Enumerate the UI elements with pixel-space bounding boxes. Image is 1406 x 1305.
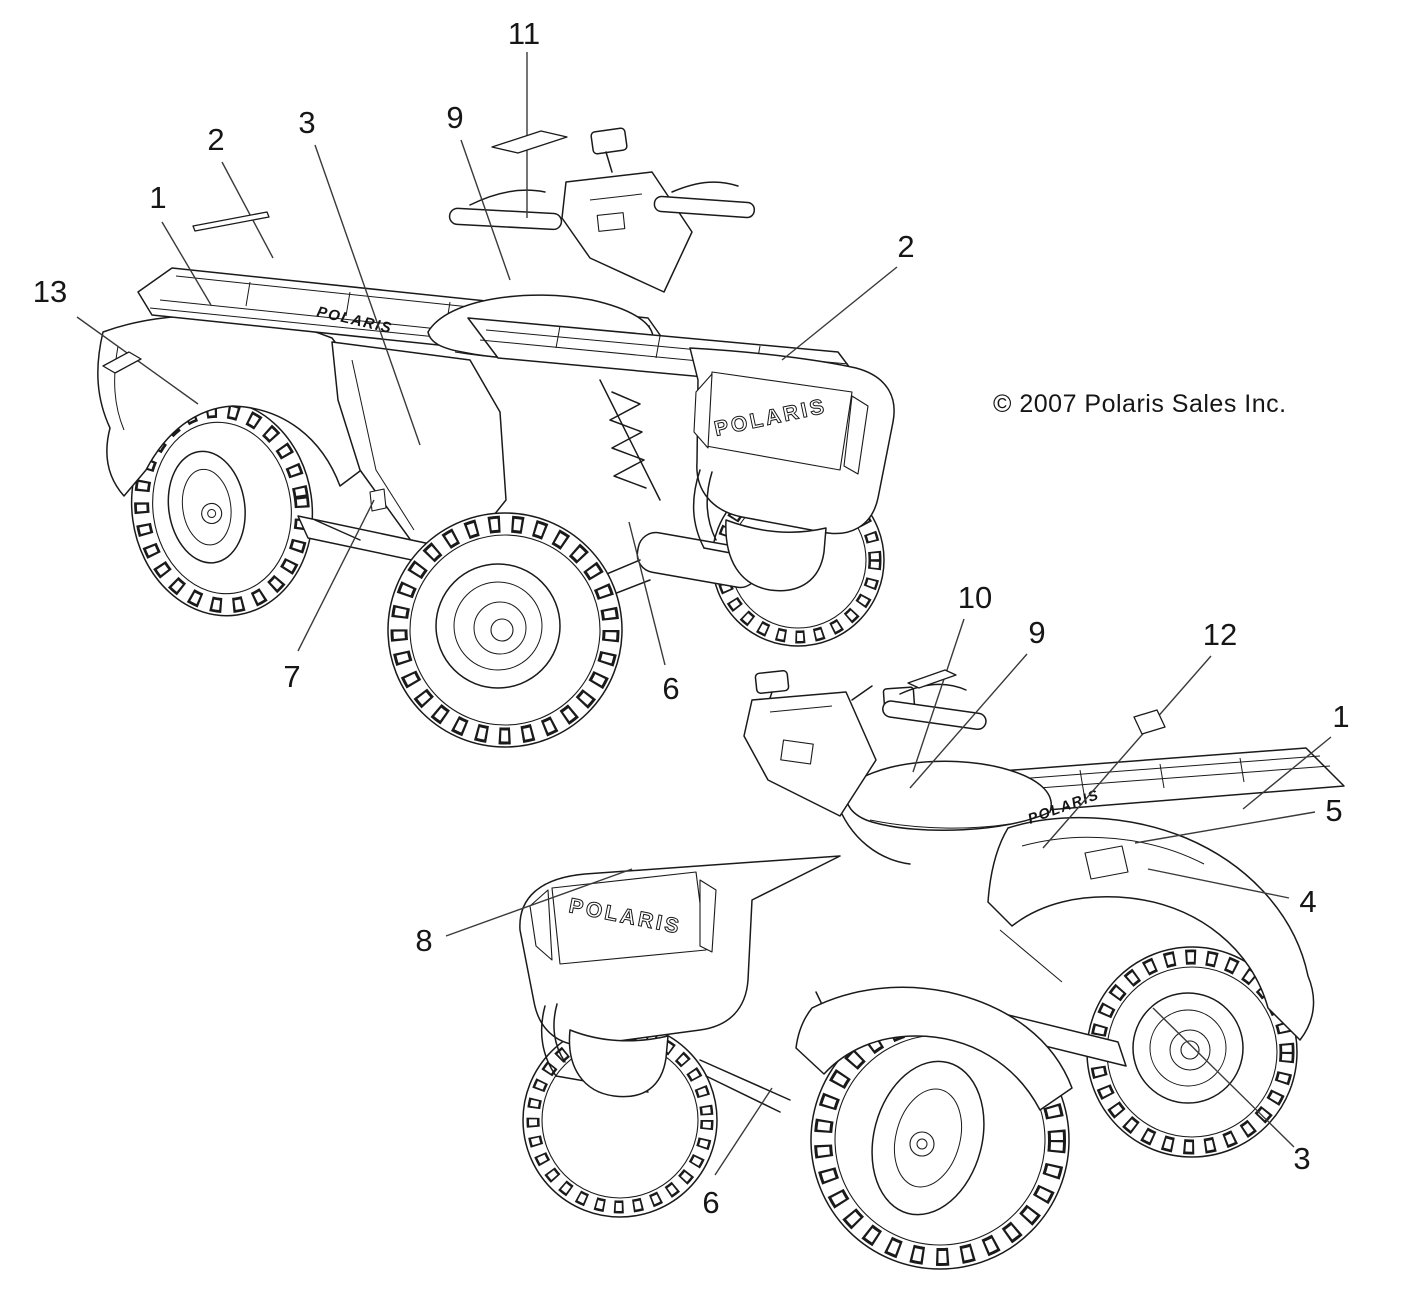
leader-2-upper-left <box>221 161 274 259</box>
callout-6-upper: 6 <box>662 671 679 706</box>
atv-upper-headlight-left <box>693 373 713 449</box>
callout-9-lower: 9 <box>1028 615 1045 650</box>
callout-8: 8 <box>415 923 432 958</box>
callout-13: 13 <box>33 274 67 309</box>
leader-2-upper-right <box>781 266 898 361</box>
callout-7: 7 <box>283 659 300 694</box>
atv-lower-side-decal <box>1084 845 1129 880</box>
atv-lower-bash-plate <box>568 1029 669 1098</box>
atv-lower-left-control <box>754 670 790 694</box>
atv-lower-front-fascia: POLARIS <box>519 855 841 1098</box>
callout-3-lower: 3 <box>1293 1141 1310 1176</box>
callout-3-upper: 3 <box>298 105 315 140</box>
decal-11 <box>491 130 568 154</box>
leader-6-lower <box>714 1087 773 1176</box>
leader-5 <box>1134 811 1316 844</box>
leader-6-upper <box>628 521 666 666</box>
leader-9-lower <box>909 653 1028 789</box>
callout-1-lower: 1 <box>1332 699 1349 734</box>
callout-1-upper: 1 <box>149 180 166 215</box>
copyright-notice: © 2007 Polaris Sales Inc. <box>993 390 1287 418</box>
atv-lower-rear-fender <box>987 816 1315 1041</box>
decal-2-strip <box>192 211 270 232</box>
callout-6-lower: 6 <box>702 1185 719 1220</box>
atv-upper-handlebar <box>448 127 756 293</box>
atv-upper-left-grip <box>448 207 563 231</box>
callout-2-upper-right: 2 <box>897 229 914 264</box>
leader-1-upper <box>161 221 212 306</box>
atv-upper-headlight-pod <box>561 171 693 293</box>
leader-9-upper <box>460 139 511 281</box>
decal-12 <box>1133 709 1166 735</box>
leader-1-lower <box>1242 736 1332 810</box>
callout-numbers: 11 9 3 2 1 13 2 7 6 10 9 12 1 5 4 3 8 6 <box>33 16 1350 1220</box>
leader-lines <box>76 52 1332 1176</box>
leader-3-upper <box>314 144 421 446</box>
atv-lower-grille-plate <box>551 871 707 965</box>
leader-10 <box>912 618 965 773</box>
atv-lower-headlight-right <box>699 879 717 953</box>
floating-decals <box>102 130 1166 735</box>
atv-lower-front-fender <box>795 986 1073 1111</box>
leader-12 <box>1042 655 1212 849</box>
atv-lower-headlight-left <box>529 889 553 961</box>
atv-upper-right-grip <box>653 195 756 219</box>
callout-9-upper: 9 <box>446 100 463 135</box>
atv-upper-reservoir <box>590 127 628 155</box>
atv-upper-front-fascia: POLARIS <box>689 347 895 592</box>
leader-4 <box>1147 868 1290 899</box>
atv-upper-bash-plate <box>725 519 827 592</box>
atv-upper-front-wheel <box>387 512 623 748</box>
atv-upper-rear-wheel <box>130 399 314 617</box>
callout-11: 11 <box>508 16 540 51</box>
callout-4: 4 <box>1299 884 1316 919</box>
decal-10 <box>907 669 957 689</box>
atv-upper-headlight-right <box>843 395 869 475</box>
atv-upper-side-decal <box>369 488 387 512</box>
atv-upper: POLARIS POLARIS <box>97 127 895 748</box>
leader-8 <box>445 868 633 937</box>
leader-3-lower <box>1152 1007 1295 1148</box>
callout-2-upper-left: 2 <box>207 122 224 157</box>
atv-lower: POLARIS <box>519 670 1345 1270</box>
callout-10: 10 <box>958 580 992 615</box>
atv-lower-right-grip <box>882 700 987 731</box>
callout-12: 12 <box>1203 617 1237 652</box>
atv-lower-rear-wheel <box>1086 946 1298 1158</box>
callout-5: 5 <box>1325 793 1342 828</box>
leader-7 <box>297 499 375 652</box>
atv-lower-handlebar <box>743 670 987 817</box>
decal-13 <box>102 351 142 374</box>
atv-lower-seat <box>844 760 1052 831</box>
